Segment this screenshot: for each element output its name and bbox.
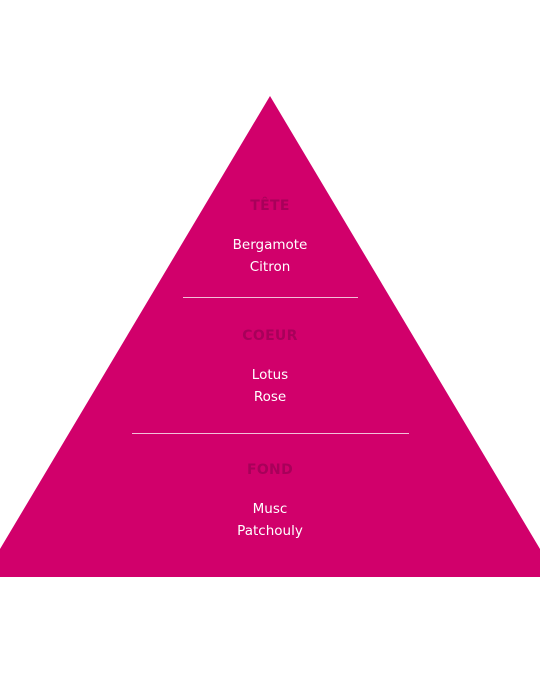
note-item: Rose xyxy=(253,389,287,405)
tier-top-notes: TÊTE Bergamote Citron xyxy=(0,198,540,278)
tier-heart-notes: COEUR Lotus Rose xyxy=(0,328,540,408)
note-item: Citron xyxy=(249,259,291,275)
note-item: Lotus xyxy=(251,367,289,383)
tier-base-notes: FOND Musc Patchouly xyxy=(0,462,540,542)
note-list: Bergamote Citron xyxy=(0,234,540,278)
tier-title: COEUR xyxy=(242,328,298,344)
note-item: Bergamote xyxy=(232,237,308,253)
pyramid-shape xyxy=(0,96,540,577)
tier-title: FOND xyxy=(246,462,293,478)
note-item: Musc xyxy=(252,501,288,517)
tier-title: TÊTE xyxy=(250,198,290,214)
note-list: Lotus Rose xyxy=(0,364,540,408)
note-list: Musc Patchouly xyxy=(0,498,540,542)
note-item: Patchouly xyxy=(237,523,303,539)
